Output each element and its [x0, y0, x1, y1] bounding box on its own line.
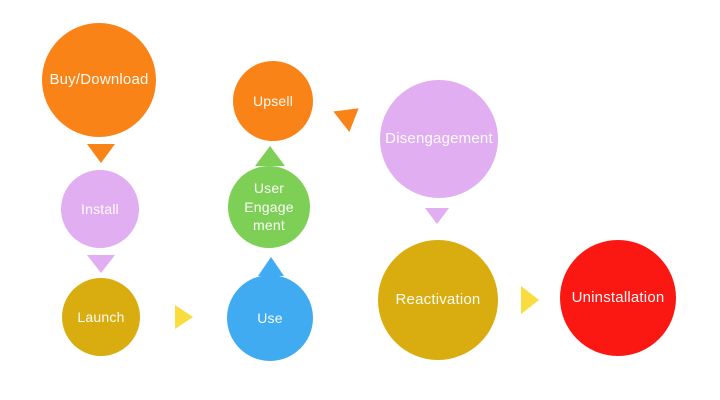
node-label-upsell: Upsell: [252, 92, 294, 109]
node-reactivation: Reactivation: [378, 240, 498, 360]
node-upsell: Upsell: [233, 61, 313, 141]
arrow-install-to-launch-icon: [87, 255, 115, 273]
node-label-disengagement: Disengagement: [385, 130, 493, 148]
arrow-reactivation-to-uninstallation-icon: [521, 286, 539, 314]
arrow-userengagement-to-upsell-icon: [255, 146, 285, 166]
node-install: Install: [61, 170, 139, 248]
node-disengagement: Disengagement: [380, 80, 498, 198]
arrow-use-to-userengagement-icon: [258, 256, 284, 276]
node-label-install: Install: [81, 200, 119, 217]
node-use: Use: [227, 275, 313, 361]
arrow-buydownload-to-install-icon: [86, 143, 115, 163]
node-label-use: Use: [257, 309, 283, 326]
arrow-disengagement-to-reactivation-icon: [425, 208, 449, 224]
node-user-engagement: User Engage ment: [228, 166, 310, 248]
node-uninstallation: Uninstallation: [560, 240, 676, 356]
arrow-upsell-to-disengagement-icon: [333, 97, 367, 133]
node-label-uninstallation: Uninstallation: [571, 289, 665, 307]
node-label-reactivation: Reactivation: [395, 291, 481, 309]
node-buy-download: Buy/Download: [42, 23, 156, 137]
node-label-user-engagement: User Engage ment: [244, 180, 294, 234]
node-label-buy-download: Buy/Download: [49, 71, 149, 89]
node-launch: Launch: [62, 278, 140, 356]
node-label-launch: Launch: [77, 308, 125, 325]
arrow-launch-to-use-icon: [175, 305, 193, 329]
